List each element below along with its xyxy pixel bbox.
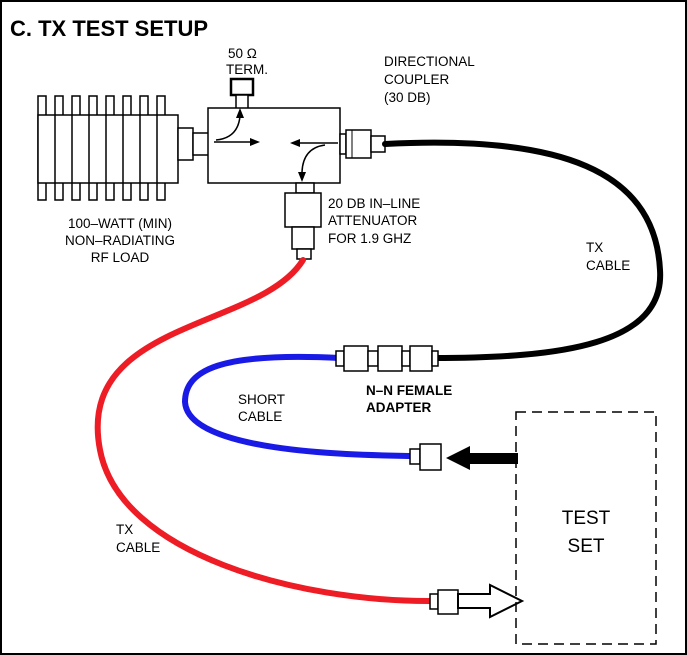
tx-cable-left-label-1: TX: [116, 522, 133, 537]
tx-cable-right-label-2: CABLE: [586, 258, 630, 273]
diagram-title: C. TX TEST SETUP: [10, 16, 208, 41]
directional-coupler[interactable]: [207, 107, 386, 184]
tx-cable-red[interactable]: [94, 257, 435, 605]
arrow-hollow: [457, 583, 525, 619]
tx-cable-right-label-1: TX: [586, 240, 603, 255]
coupler-label-2: COUPLER: [384, 72, 450, 87]
rf-load-label-3: RF LOAD: [91, 250, 150, 265]
adapter-label-1: N–N FEMALE: [366, 383, 452, 398]
n-n-female-adapter[interactable]: [335, 345, 439, 372]
rf-load-label-1: 100–WATT (MIN): [68, 216, 172, 231]
test-set-box[interactable]: [515, 411, 657, 645]
coupler-label-1: DIRECTIONAL: [384, 54, 475, 69]
attenuator-label-3: FOR 1.9 GHZ: [328, 231, 411, 246]
tx-cable-black[interactable]: [382, 139, 664, 361]
short-cable-label-2: CABLE: [238, 409, 282, 424]
short-cable-connector[interactable]: [409, 443, 442, 471]
test-set-label-1: TEST: [562, 508, 611, 529]
arrow-black-solid: [446, 446, 518, 470]
short-cable-blue[interactable]: [181, 353, 415, 459]
rf-load-label-2: NON–RADIATING: [65, 233, 175, 248]
term-word-label: TERM.: [226, 62, 268, 77]
test-set-label-2: SET: [568, 536, 605, 557]
short-cable-label-1: SHORT: [238, 392, 285, 407]
tx-cable-left-label-2: CABLE: [116, 540, 160, 555]
attenuator-label-2: ATTENUATOR: [328, 213, 418, 228]
coupler-label-3: (30 DB): [384, 90, 431, 105]
inline-attenuator[interactable]: [284, 182, 322, 260]
rf-load[interactable]: [37, 95, 210, 201]
adapter-label-2: ADAPTER: [366, 400, 432, 415]
red-cable-connector[interactable]: [429, 589, 459, 615]
term-ohm-label: 50 Ω: [228, 46, 257, 61]
attenuator-label-1: 20 DB IN–LINE: [328, 196, 420, 211]
